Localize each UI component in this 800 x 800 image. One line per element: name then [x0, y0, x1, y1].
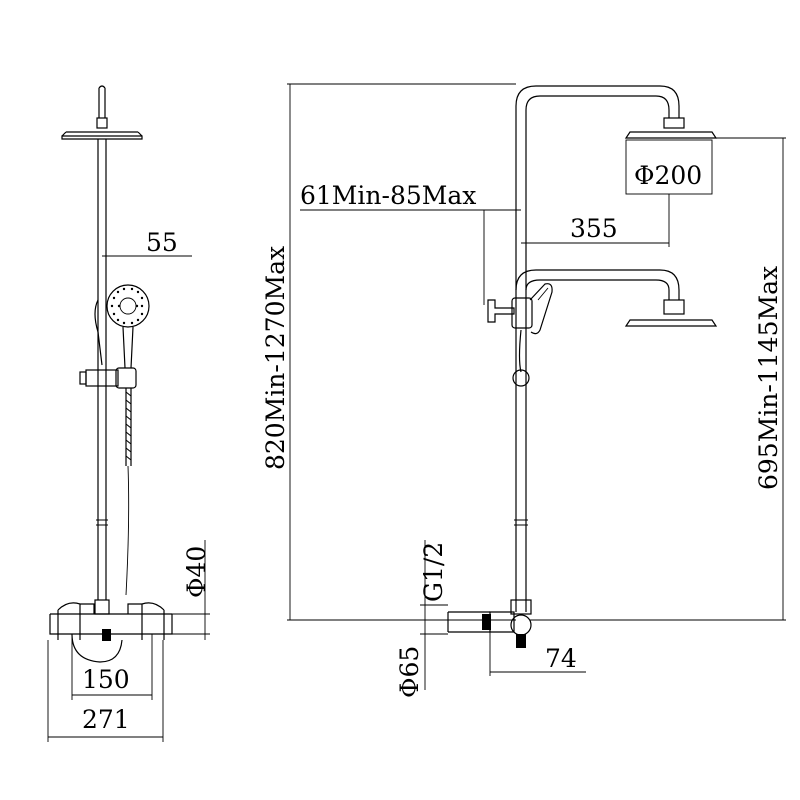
- side-rain-head-connector: [663, 117, 685, 129]
- dim-phi40-lines: [172, 540, 210, 640]
- side-view: G1/2 Φ65 74 820Min-1270Max 695Min-1145Ma…: [261, 83, 786, 698]
- front-bottom-outlet: [71, 633, 123, 663]
- dim-head-height-label: 695Min-1145Max: [754, 266, 783, 490]
- dim-slide-range-lines: [300, 209, 521, 305]
- dim-phi200-label: Φ200: [634, 161, 702, 190]
- side-mixer-nut: [510, 599, 532, 615]
- dim-g12-label: G1/2: [419, 542, 448, 602]
- dim-total-height-lines: [287, 83, 516, 621]
- side-mixer-body: [489, 611, 515, 633]
- side-slide-clamp: [511, 297, 533, 329]
- front-hand-shower-face: [106, 284, 150, 328]
- front-mixer-right-handle: [127, 602, 165, 640]
- side-riser-outer: [515, 85, 680, 612]
- dim-55-label: 55: [146, 228, 178, 257]
- front-hand-shower-arm: [94, 299, 103, 366]
- side-riser-ring: [514, 519, 528, 526]
- side-hand-shower-inner: [537, 287, 549, 301]
- front-hand-shower-nozzles: [110, 287, 144, 325]
- side-hand-shower: [529, 283, 553, 335]
- front-top-pipe: [98, 85, 106, 118]
- front-pipe-ring: [96, 519, 108, 526]
- dim-head-height-lines: [530, 137, 786, 621]
- front-mixer-left-handle: [57, 602, 95, 640]
- front-rain-head-connector: [96, 117, 108, 129]
- front-rain-head: [61, 131, 143, 140]
- dim-355-lines: [521, 194, 670, 247]
- side-mixer-wall-cap: [482, 614, 491, 630]
- side-bottom-outlet: [516, 634, 526, 648]
- dim-phi65-label: Φ65: [395, 646, 424, 698]
- dim-slide-range-label: 61Min-85Max: [300, 181, 476, 210]
- side-hose: [518, 329, 522, 373]
- front-holder-clip: [115, 367, 137, 389]
- side-mixer-outline: [447, 611, 490, 633]
- front-hose: [125, 388, 132, 466]
- front-slide-knob: [79, 371, 87, 385]
- side-lower-head-connector: [663, 299, 685, 315]
- dim-355-label: 355: [570, 214, 618, 243]
- side-lower-rain-head: [624, 319, 718, 327]
- dim-271-label: 271: [82, 705, 130, 734]
- dim-150-extension-lines: [71, 634, 153, 700]
- side-lower-arm-outer: [515, 269, 680, 300]
- side-rain-head: [624, 131, 718, 139]
- front-view: 150 271 55 Φ40: [47, 85, 211, 742]
- side-hose-nut: [512, 369, 530, 387]
- front-hose-thin-line: [125, 465, 130, 596]
- front-riser-nut: [94, 599, 110, 615]
- dim-74-lines: [489, 632, 586, 676]
- front-hand-shower-ring: [119, 297, 137, 315]
- side-lower-arm-inner: [525, 279, 670, 300]
- front-slide-holder: [85, 369, 119, 387]
- dim-271-extension-lines: [47, 640, 164, 742]
- front-hand-shower-handle: [122, 326, 134, 369]
- dim-150-label: 150: [82, 665, 130, 694]
- side-slide-bracket: [487, 299, 515, 323]
- dim-74-label: 74: [545, 644, 577, 673]
- dim-phi40-label: Φ40: [182, 546, 211, 598]
- side-riser-inner: [525, 95, 670, 612]
- front-hose-pattern: [125, 391, 132, 461]
- dim-total-height-label: 820Min-1270Max: [261, 246, 290, 470]
- front-outlet-nut: [102, 629, 111, 641]
